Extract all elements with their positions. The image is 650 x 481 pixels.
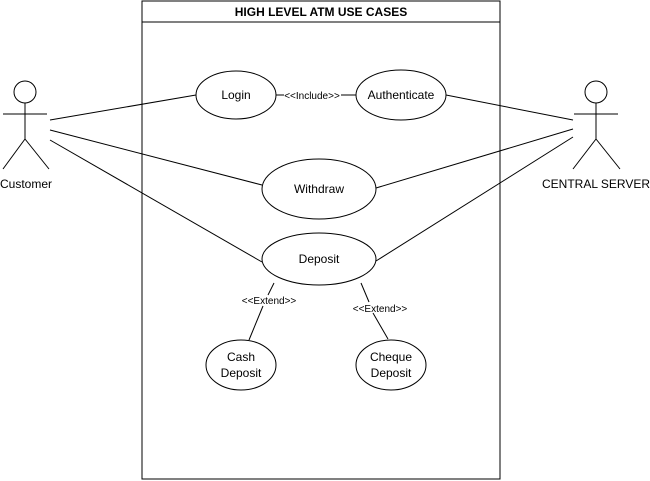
assoc-authenticate-server <box>445 94 574 121</box>
use-case-login-label: Login <box>221 88 250 102</box>
associations <box>49 94 574 263</box>
actor-central-server-label: CENTRAL SERVER <box>542 177 650 191</box>
actor-central-server-icon <box>572 80 621 170</box>
use-case-cash-deposit[interactable]: Cash Deposit <box>205 339 277 391</box>
actor-central-server[interactable]: CENTRAL SERVER <box>542 80 650 191</box>
include-label: <<Include>> <box>284 91 340 102</box>
assoc-customer-login <box>49 94 197 121</box>
use-case-cheque-deposit[interactable]: Cheque Deposit <box>355 339 427 391</box>
use-case-authenticate-label: Authenticate <box>368 88 435 102</box>
system-title: HIGH LEVEL ATM USE CASES <box>235 5 407 19</box>
use-case-authenticate[interactable]: Authenticate <box>355 69 447 121</box>
assoc-withdraw-server <box>375 128 574 189</box>
use-case-deposit-label: Deposit <box>299 252 340 266</box>
use-case-withdraw[interactable]: Withdraw <box>261 158 377 220</box>
actor-customer[interactable]: Customer <box>0 80 52 191</box>
use-case-cheque-deposit-line2: Deposit <box>371 366 412 380</box>
actor-customer-icon <box>2 80 50 170</box>
extend-relation-cheque: <<Extend>> <box>353 282 408 340</box>
assoc-customer-withdraw <box>49 129 263 186</box>
use-case-withdraw-label: Withdraw <box>294 182 344 196</box>
extend-relation-cash: <<Extend>> <box>242 282 297 341</box>
include-relation: <<Include>> <box>276 91 356 102</box>
use-case-cash-deposit-line2: Deposit <box>221 366 262 380</box>
assoc-customer-deposit <box>49 139 263 263</box>
use-case-cheque-deposit-line1: Cheque <box>370 350 412 364</box>
assoc-deposit-server <box>375 136 574 262</box>
use-case-cash-deposit-line1: Cash <box>227 350 255 364</box>
use-case-login[interactable]: Login <box>195 70 277 120</box>
extend-label-cheque: <<Extend>> <box>353 304 408 315</box>
extend-label-cash: <<Extend>> <box>242 296 297 307</box>
actor-customer-label: Customer <box>0 177 52 191</box>
use-case-deposit[interactable]: Deposit <box>261 232 377 286</box>
